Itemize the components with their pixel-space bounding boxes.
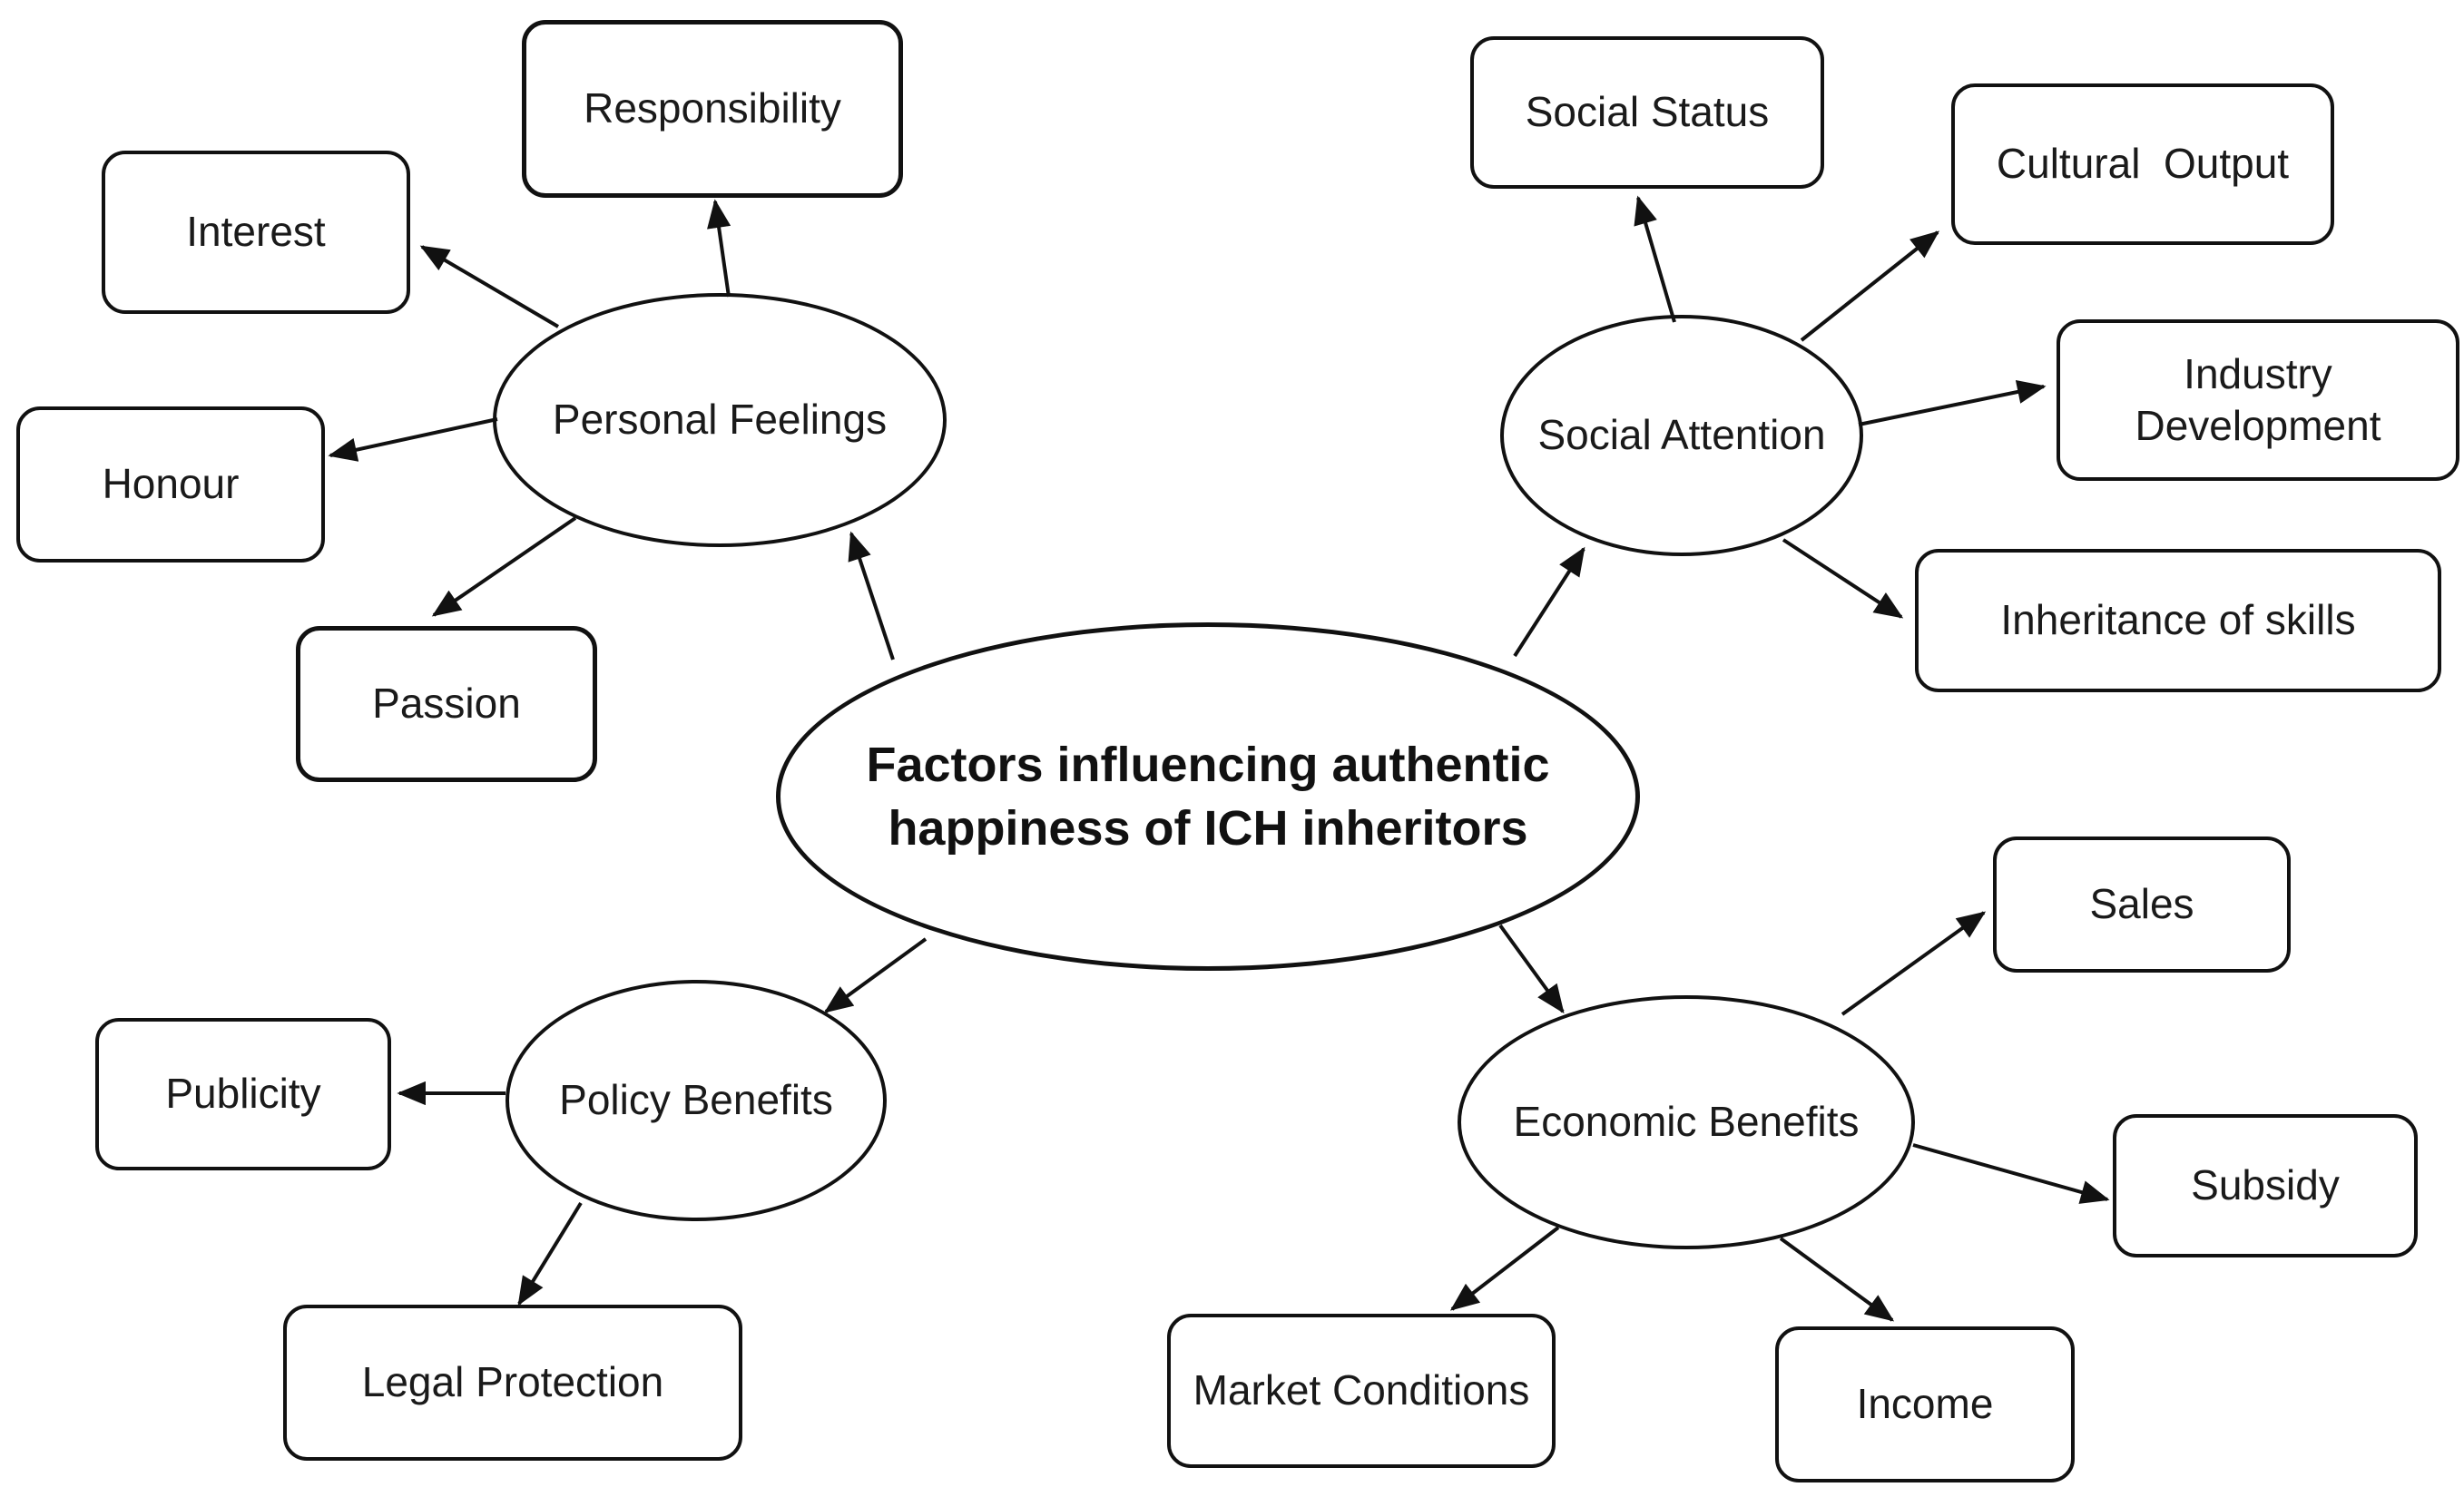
node-inheritance-of-skills-box: Inheritance of skills — [1915, 549, 2441, 692]
arrow-personal-feelings-to-responsibility — [707, 199, 731, 298]
arrow-center-to-social-attention — [1513, 546, 1585, 658]
node-income-label: Income — [1856, 1380, 1994, 1428]
arrow-economic-benefits-to-subsidy — [1912, 1143, 2110, 1204]
node-social-status-label: Social Status — [1525, 88, 1770, 136]
node-inheritance-of-skills-label: Inheritance of skills — [2000, 596, 2356, 644]
node-honour-label: Honour — [102, 460, 240, 508]
node-social-attention-ellipse: Social Attention — [1500, 315, 1863, 556]
arrow-social-attention-to-cultural-output — [1800, 230, 1940, 342]
node-subsidy-box: Subsidy — [2113, 1114, 2418, 1257]
node-honour-box: Honour — [16, 406, 325, 563]
arrow-center-to-personal-feelings — [848, 531, 895, 660]
node-interest-label: Interest — [186, 208, 326, 256]
node-legal-protection-label: Legal Protection — [361, 1358, 664, 1406]
node-passion-label: Passion — [372, 680, 521, 728]
node-interest-box: Interest — [102, 151, 410, 314]
arrow-social-attention-to-industry-development — [1858, 379, 2047, 426]
node-personal-feelings-label: Personal Feelings — [552, 396, 888, 444]
node-sales-label: Sales — [2089, 880, 2194, 928]
node-center-ellipse: Factors influencing authentic happiness … — [776, 622, 1640, 971]
arrow-personal-feelings-to-passion — [431, 516, 577, 617]
node-income-box: Income — [1775, 1326, 2075, 1482]
node-responsibility-label: Responsibility — [584, 84, 841, 132]
arrow-center-to-economic-benefits — [1498, 924, 1565, 1014]
node-social-status-box: Social Status — [1470, 36, 1824, 189]
node-market-conditions-box: Market Conditions — [1167, 1314, 1556, 1468]
node-personal-feelings-ellipse: Personal Feelings — [493, 293, 947, 547]
node-publicity-box: Publicity — [95, 1018, 391, 1170]
node-market-conditions-label: Market Conditions — [1193, 1366, 1530, 1414]
arrow-personal-feelings-to-honour — [328, 417, 498, 462]
node-policy-benefits-label: Policy Benefits — [559, 1076, 833, 1124]
node-legal-protection-box: Legal Protection — [283, 1305, 742, 1461]
node-cultural-output-label: Cultural Output — [1996, 140, 2290, 188]
node-social-attention-label: Social Attention — [1537, 411, 1826, 459]
node-responsibility-box: Responsibility — [522, 20, 903, 198]
node-passion-box: Passion — [296, 626, 597, 782]
arrow-social-attention-to-inheritance-of-skills — [1782, 538, 1904, 619]
arrow-personal-feelings-to-interest — [419, 245, 560, 328]
node-sales-box: Sales — [1993, 837, 2291, 973]
node-industry-development-label: Industry Development — [2135, 349, 2381, 450]
arrow-economic-benefits-to-sales — [1841, 911, 1987, 1016]
arrow-policy-benefits-to-legal-protection — [517, 1201, 583, 1306]
arrow-economic-benefits-to-market-conditions — [1449, 1226, 1560, 1311]
arrow-social-attention-to-social-status — [1634, 195, 1676, 323]
node-publicity-label: Publicity — [165, 1070, 321, 1118]
node-center-label: Factors influencing authentic happiness … — [866, 737, 1550, 856]
node-economic-benefits-label: Economic Benefits — [1513, 1098, 1860, 1146]
node-subsidy-label: Subsidy — [2191, 1161, 2340, 1209]
node-industry-development-box: Industry Development — [2057, 319, 2459, 481]
node-policy-benefits-ellipse: Policy Benefits — [506, 980, 887, 1221]
node-cultural-output-box: Cultural Output — [1951, 83, 2334, 245]
arrow-center-to-policy-benefits — [823, 937, 928, 1013]
node-economic-benefits-ellipse: Economic Benefits — [1458, 995, 1915, 1249]
arrow-economic-benefits-to-income — [1779, 1237, 1895, 1322]
